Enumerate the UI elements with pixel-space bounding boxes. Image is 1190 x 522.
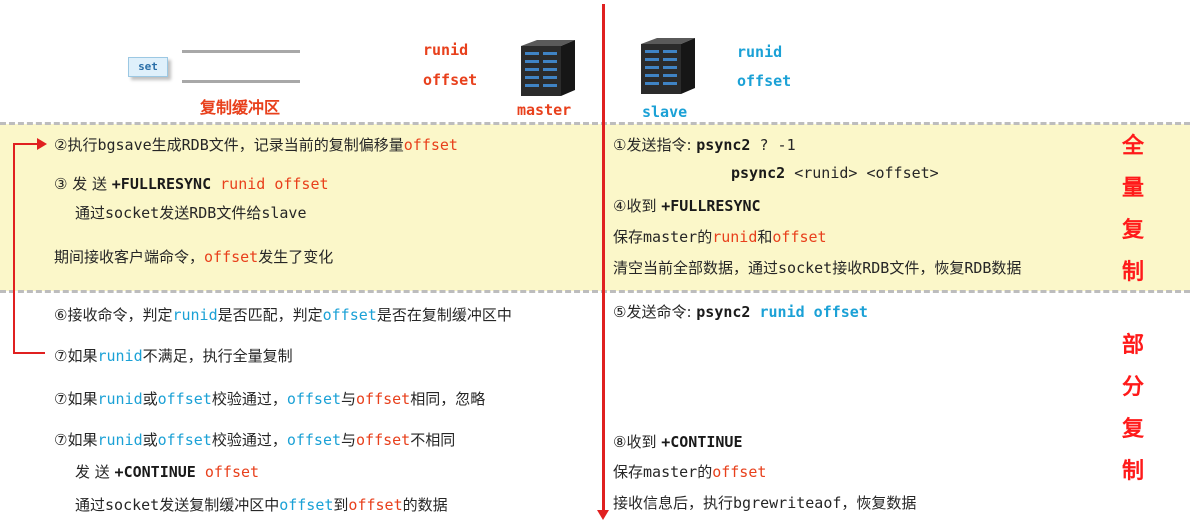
full-title-4: 制	[1121, 260, 1144, 285]
loop-arrow-vertical	[13, 143, 15, 353]
slave-offset: offset	[737, 72, 792, 90]
set-command-box: set	[128, 57, 168, 77]
full-master-step2: ②执行bgsave生成RDB文件，记录当前的复制偏移量offset	[54, 136, 458, 154]
set-label: set	[138, 60, 158, 73]
full-slave-restore: 清空当前全部数据，通过socket接收RDB文件，恢复RDB数据	[613, 259, 1022, 277]
partial-master-step7c: ⑦如果runid或offset校验通过，offset与offset不相同	[54, 431, 456, 449]
buffer-line-top	[182, 50, 300, 53]
full-master-offset-change: 期间接收客户端命令，offset发生了变化	[54, 248, 334, 266]
full-slave-step4: ④收到 +FULLRESYNC	[613, 197, 761, 215]
full-sync-band	[0, 124, 1190, 291]
timeline-arrow-head	[597, 510, 609, 520]
full-master-step3: ③ 发 送 +FULLRESYNC runid offset	[54, 175, 329, 193]
buffer-label: 复制缓冲区	[200, 98, 281, 117]
partial-slave-restore: 接收信息后，执行bgrewriteaof，恢复数据	[613, 494, 917, 512]
partial-title-4: 制	[1121, 459, 1144, 484]
slave-label: slave	[642, 103, 688, 121]
master-server-icon	[521, 40, 575, 96]
partial-title-3: 复	[1121, 417, 1144, 442]
partial-slave-save: 保存master的offset	[613, 463, 767, 481]
full-title-3: 复	[1121, 218, 1144, 243]
timeline-line	[602, 4, 605, 512]
full-master-send-rdb: 通过socket发送RDB文件给slave	[75, 204, 307, 222]
buffer-line-bottom	[182, 80, 300, 83]
top-divider	[0, 122, 1190, 125]
full-slave-save: 保存master的runid和offset	[613, 228, 827, 246]
loop-arrow-head	[37, 138, 47, 150]
slave-runid: runid	[737, 43, 783, 61]
loop-arrow-top	[13, 143, 39, 145]
partial-master-send-continue: 发 送 +CONTINUE offset	[75, 463, 260, 481]
partial-master-step7b: ⑦如果runid或offset校验通过，offset与offset相同，忽略	[54, 390, 486, 408]
slave-server-icon	[641, 38, 695, 94]
partial-master-send-buffer: 通过socket发送复制缓冲区中offset到offset的数据	[75, 496, 448, 514]
loop-arrow-bottom	[13, 352, 45, 354]
full-slave-step1: ①发送指令: psync2 ? -1	[613, 136, 796, 154]
master-offset: offset	[423, 71, 478, 89]
full-slave-psync-args: psync2 <runid> <offset>	[731, 164, 939, 182]
master-runid: runid	[423, 41, 469, 59]
partial-title-1: 部	[1121, 333, 1144, 358]
partial-master-step7a: ⑦如果runid不满足，执行全量复制	[54, 347, 293, 365]
partial-title-2: 分	[1121, 375, 1144, 400]
partial-slave-step5: ⑤发送命令: psync2 runid offset	[613, 303, 868, 321]
full-title-1: 全	[1121, 134, 1144, 159]
master-label: master	[517, 101, 572, 119]
middle-divider	[0, 290, 1190, 293]
partial-master-step6: ⑥接收命令，判定runid是否匹配，判定offset是否在复制缓冲区中	[54, 306, 512, 324]
full-title-2: 量	[1121, 176, 1144, 201]
partial-slave-step8: ⑧收到 +CONTINUE	[613, 433, 743, 451]
